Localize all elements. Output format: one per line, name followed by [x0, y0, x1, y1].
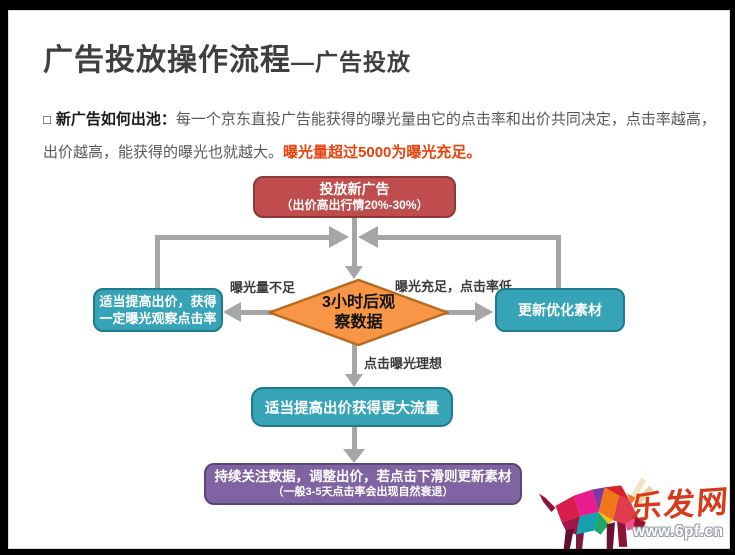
- connector-decision-to-grow: [352, 341, 357, 374]
- decision-node-line2: 察数据: [334, 313, 383, 331]
- action-node-raise-bid-more-traffic-label: 适当提高出价获得更大流量: [265, 400, 439, 417]
- flowchart: 曝光量不足 曝光充足，点击率低 点击曝光理想 投放新广告 （出价高出行情20%-…: [9, 11, 729, 548]
- final-node-line1: 持续关注数据，调整出价，若点击下滑则更新素材: [214, 469, 512, 484]
- branch-label-ideal-ctr-exposure: 点击曝光理想: [364, 356, 443, 371]
- action-node-raise-bid-more-traffic: 适当提高出价获得更大流量: [251, 387, 453, 427]
- connector-decision-to-left: [241, 310, 281, 315]
- connector-left-loop-horizontal: [155, 235, 331, 240]
- branch-label-sufficient-exposure-low-ctr: 曝光充足，点击率低: [395, 279, 513, 294]
- arrowhead-into-right-box-icon: [475, 302, 493, 322]
- arrowhead-into-final-box-icon: [343, 449, 365, 463]
- square-bullet-icon: □: [43, 112, 51, 127]
- intro-paragraph: □ 新广告如何出池：每一个京东直投广告能获得的曝光量由它的点击率和出价共同决定，点…: [43, 103, 727, 169]
- intro-highlight: 曝光量超过5000为曝光充足。: [283, 144, 482, 161]
- arrowhead-left-loop-icon: [329, 226, 349, 248]
- connector-start-to-decision: [352, 218, 357, 268]
- start-node-line2: （出价高出行情20%-30%）: [280, 198, 429, 212]
- arrowhead-into-grow-box-icon: [345, 374, 363, 387]
- decision-diamond-shape: [268, 279, 449, 346]
- logo-site-url: www.6pf.cn: [633, 523, 724, 540]
- action-node-raise-bid-line2: 一定曝光观察点击率: [99, 311, 217, 326]
- page-title-main: 广告投放操作流程: [43, 44, 291, 77]
- action-node-raise-bid-observe: 适当提高出价，获得 一定曝光观察点击率: [93, 288, 223, 332]
- connector-left-loop-vertical: [155, 235, 160, 288]
- arrowhead-right-loop-icon: [358, 226, 378, 248]
- bull-logo-icon: [539, 477, 654, 549]
- connector-right-loop-vertical: [556, 235, 561, 288]
- decision-node-observe-data: 3小时后观 察数据: [268, 279, 449, 346]
- branch-label-insufficient-exposure: 曝光量不足: [230, 280, 296, 295]
- action-node-update-creative: 更新优化素材: [495, 288, 625, 332]
- action-node-raise-bid-line1: 适当提高出价，获得: [99, 294, 217, 309]
- intro-lead: 新广告如何出池：: [55, 111, 176, 128]
- final-node-line2: （一般3-5天点击率会出现自然衰退）: [272, 486, 454, 498]
- slide: 广告投放操作流程—广告投放 □ 新广告如何出池：每一个京东直投广告能获得的曝光量由…: [8, 10, 731, 549]
- page-title: 广告投放操作流程—广告投放: [43, 35, 411, 79]
- intro-body: 每一个京东直投广告能获得的曝光量由它的点击率和出价共同决定，点击率越高，出价越高…: [43, 111, 716, 161]
- page-title-sub: —广告投放: [291, 49, 411, 75]
- start-node-new-ad: 投放新广告 （出价高出行情20%-30%）: [253, 176, 456, 218]
- start-node-line1: 投放新广告: [319, 181, 390, 197]
- arrowhead-into-left-box-icon: [223, 302, 241, 322]
- arrowhead-into-decision-icon: [345, 266, 363, 279]
- connector-grow-to-final: [352, 425, 357, 449]
- action-node-update-creative-label: 更新优化素材: [518, 302, 602, 318]
- decision-node-line1: 3小时后观: [322, 293, 395, 311]
- connector-right-loop-horizontal: [378, 235, 561, 240]
- final-node-monitor-data: 持续关注数据，调整出价，若点击下滑则更新素材 （一般3-5天点击率会出现自然衰退…: [204, 463, 522, 505]
- logo-site-name: 乐发网: [629, 483, 731, 526]
- connector-decision-to-right: [437, 310, 475, 315]
